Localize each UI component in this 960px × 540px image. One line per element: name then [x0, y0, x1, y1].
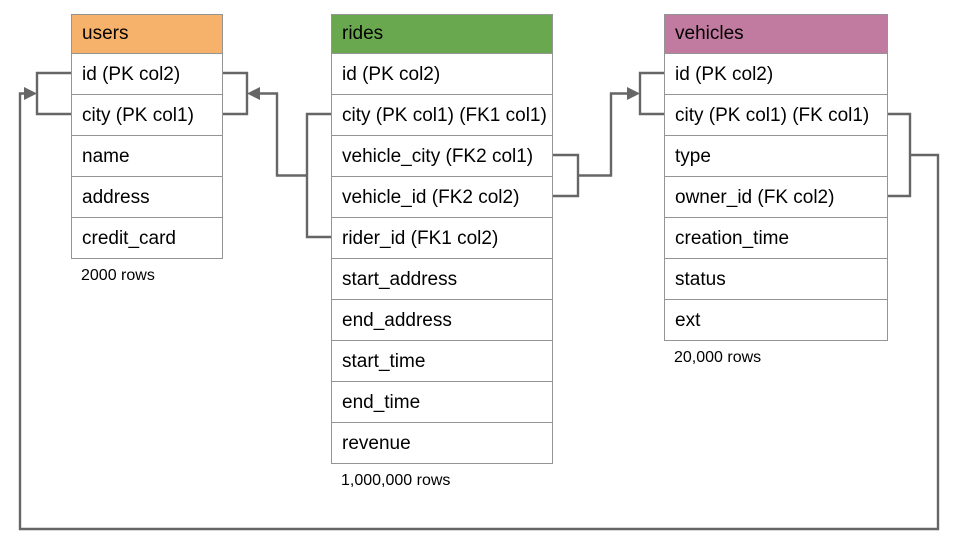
table-row: ext	[665, 299, 887, 340]
table-row: vehicle_city (FK2 col1)	[332, 135, 552, 176]
table-rides-rows: id (PK col2)city (PK col1) (FK1 col1)veh…	[332, 53, 552, 463]
table-row: city (PK col1) (FK1 col1)	[332, 94, 552, 135]
arrowhead-into-users	[247, 87, 260, 100]
table-vehicles-rowcount: 20,000 rows	[674, 349, 762, 366]
table-row: start_time	[332, 340, 552, 381]
table-row: city (PK col1) (FK col1)	[665, 94, 887, 135]
table-row: address	[72, 176, 222, 217]
vehicles-left-bracket	[638, 71, 664, 116]
table-row: vehicle_id (FK2 col2)	[332, 176, 552, 217]
table-row: id (PK col2)	[72, 53, 222, 94]
table-row: name	[72, 135, 222, 176]
rides-to-vehicles-line	[578, 92, 628, 177]
table-row: end_address	[332, 299, 552, 340]
vehicles-right-bracket	[888, 112, 912, 198]
table-vehicles-box: vehicles id (PK col2)city (PK col1) (FK …	[664, 14, 888, 341]
users-left-bracket	[35, 71, 71, 116]
table-row: city (PK col1)	[72, 94, 222, 135]
table-row: id (PK col2)	[665, 53, 887, 94]
table-rides-rowcount: 1,000,000 rows	[341, 472, 451, 489]
table-row: start_address	[332, 258, 552, 299]
connector-rides-to-users	[223, 71, 331, 239]
table-vehicles-rows: id (PK col2)city (PK col1) (FK col1)type…	[665, 53, 887, 340]
table-rides-header: rides	[332, 15, 552, 53]
arrowhead-into-users-left	[24, 87, 37, 100]
table-row: type	[665, 135, 887, 176]
table-row: id (PK col2)	[332, 53, 552, 94]
table-row: status	[665, 258, 887, 299]
arrowhead-into-vehicles	[627, 87, 640, 100]
table-row: end_time	[332, 381, 552, 422]
table-vehicles: vehicles id (PK col2)city (PK col1) (FK …	[664, 14, 888, 367]
rides-to-users-line	[260, 92, 307, 177]
table-row: credit_card	[72, 217, 222, 258]
table-row: creation_time	[665, 217, 887, 258]
connector-rides-to-vehicles	[553, 71, 664, 198]
table-rides-box: rides id (PK col2)city (PK col1) (FK1 co…	[331, 14, 553, 464]
table-row: owner_id (FK col2)	[665, 176, 887, 217]
table-users-rowcount: 2000 rows	[81, 267, 155, 284]
table-vehicles-header: vehicles	[665, 15, 887, 53]
table-row: revenue	[332, 422, 552, 463]
table-row: rider_id (FK1 col2)	[332, 217, 552, 258]
rides-left-bracket	[305, 112, 331, 239]
users-right-bracket	[223, 71, 249, 116]
table-users-header: users	[72, 15, 222, 53]
table-rides: rides id (PK col2)city (PK col1) (FK1 co…	[331, 14, 553, 490]
rides-right-bracket	[553, 153, 580, 198]
